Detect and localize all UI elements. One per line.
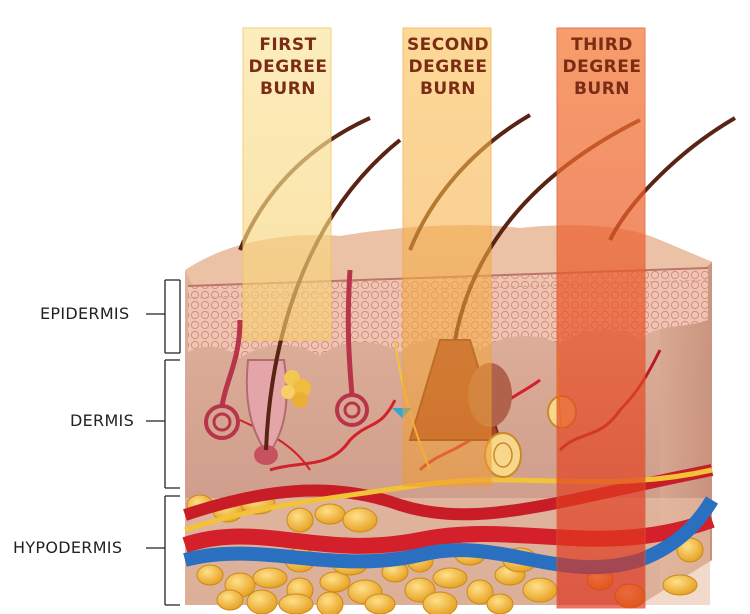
fat-lobule [522, 577, 558, 603]
hypodermis-label: HYPODERMIS [13, 538, 123, 557]
fat-lobule [286, 507, 314, 533]
fat-lobule [216, 589, 244, 611]
fat-lobule [314, 503, 346, 525]
second-degree-line2: DEGREE [408, 57, 488, 77]
dermis-bracket [146, 359, 180, 489]
sweat-gland-right [335, 269, 369, 427]
fat-lobule [662, 574, 698, 596]
layer-brackets [146, 279, 181, 606]
fat-lobule [342, 507, 378, 533]
glands [204, 269, 577, 478]
burn-bands [242, 27, 646, 609]
fat-lobule [316, 591, 344, 614]
third-degree-line1: THIRD [571, 35, 633, 55]
epidermis-label: EPIDERMIS [40, 304, 130, 323]
fat-lobule [466, 579, 494, 605]
first-degree-line3: BURN [259, 79, 317, 99]
second-degree-line3: BURN [419, 79, 477, 99]
dermis-label: DERMIS [70, 411, 135, 430]
fat-lobule [364, 593, 396, 614]
third-degree-band [556, 27, 646, 609]
fat-lobule [246, 589, 278, 614]
fat-lobule [252, 567, 288, 589]
third-degree-line3: BURN [573, 79, 631, 99]
first-degree-line2: DEGREE [248, 57, 328, 77]
second-degree-line1: SECOND [406, 35, 490, 55]
fat-lobule [486, 593, 514, 614]
second-degree-band [402, 27, 492, 487]
fat-lobule [422, 591, 458, 614]
first-degree-burn-label: FIRST DEGREE BURN [243, 34, 333, 100]
first-degree-band [242, 27, 332, 341]
hypodermis-bracket [146, 495, 180, 606]
second-degree-burn-label: SECOND DEGREE BURN [403, 34, 493, 100]
third-degree-burn-label: THIRD DEGREE BURN [557, 34, 647, 100]
fat-lobule [432, 567, 468, 589]
epidermis-bracket [146, 279, 181, 354]
third-degree-line2: DEGREE [562, 57, 642, 77]
fat-lobule [196, 564, 224, 586]
sebaceous-gland [281, 370, 311, 408]
fat-lobule [676, 537, 704, 563]
fat-lobule [278, 593, 314, 614]
sweat-gland-left [204, 319, 243, 440]
fat-lobule [319, 571, 351, 593]
vein-main [183, 496, 719, 575]
first-degree-line1: FIRST [259, 35, 317, 55]
